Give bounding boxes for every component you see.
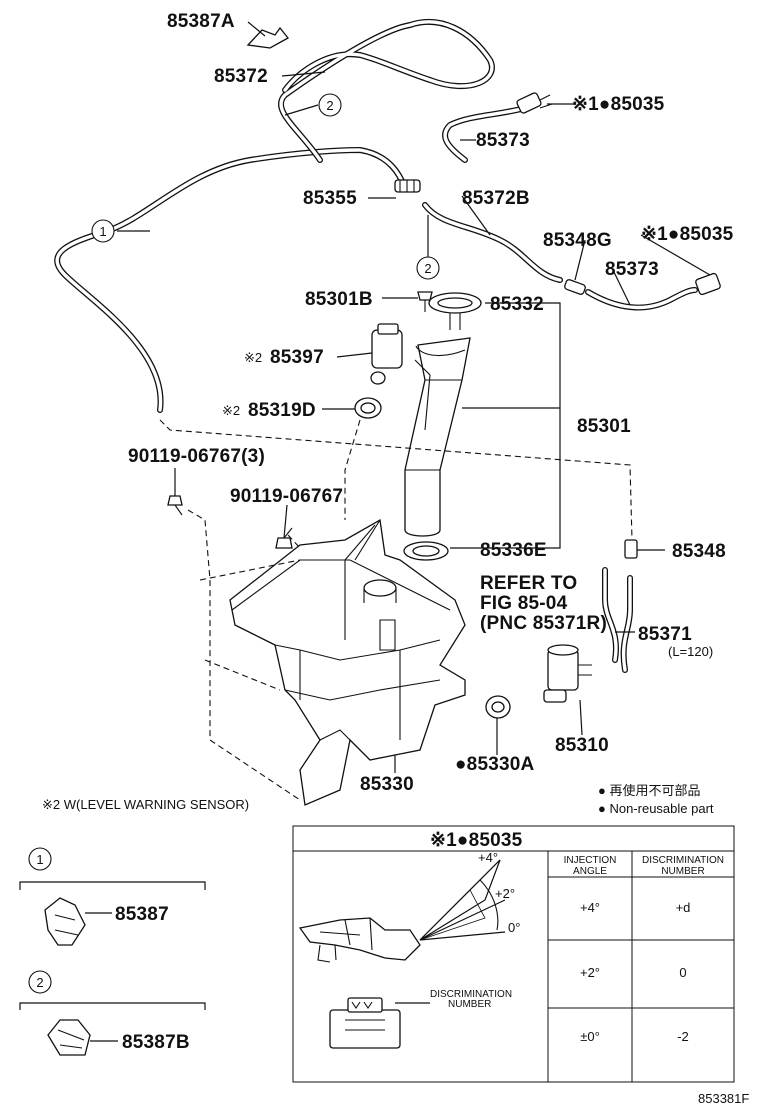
header-injection-2: ANGLE xyxy=(573,866,607,877)
label-85332: 85332 xyxy=(490,294,544,315)
label-90119-06767-3: 90119-06767(3) xyxy=(128,446,265,467)
label-85348: 85348 xyxy=(672,541,726,562)
label-90119-06767: 90119-06767 xyxy=(230,486,343,507)
inset-2: 2 85387B xyxy=(19,970,206,1056)
row3-number: -2 xyxy=(677,1029,689,1044)
disc-label-1: DISCRIMINATION xyxy=(430,989,512,1000)
label-85348G: 85348G xyxy=(543,230,612,251)
nozzle-table: ※1●85035 INJECTION ANGLE DISCRIMINATION … xyxy=(292,825,735,1083)
label-85387A: 85387A xyxy=(167,11,235,32)
inset-1: 1 85387 xyxy=(19,847,206,946)
refer-line-1: REFER TO xyxy=(480,573,577,594)
svg-text:1: 1 xyxy=(99,224,106,239)
figure-id: 853381F xyxy=(698,1091,749,1106)
label-85310: 85310 xyxy=(555,735,609,756)
leader-lines xyxy=(117,21,711,773)
connector-85355 xyxy=(394,179,421,193)
table-title: ※1●85035 xyxy=(430,830,523,851)
refer-line-3: (PNC 85371R) xyxy=(480,613,607,634)
header-discrimination-2: NUMBER xyxy=(661,866,704,877)
label-85397-prefix: ※2 xyxy=(244,350,262,365)
grommet-85330A xyxy=(485,695,511,719)
label-85035-top: ※1●85035 xyxy=(572,94,665,115)
label-85330A: ●85330A xyxy=(455,754,535,775)
label-85319D-prefix: ※2 xyxy=(222,403,240,418)
dashed-guides xyxy=(159,419,633,801)
hose-85371 xyxy=(602,567,633,673)
label-85035-mid: ※1●85035 xyxy=(641,224,734,245)
hose-85373-top xyxy=(442,105,528,163)
label-85319D: 85319D xyxy=(248,400,316,421)
angle-plus2-label: +2° xyxy=(495,886,515,901)
callout-2-top: 2 xyxy=(318,93,342,117)
bolt-90119-3 xyxy=(167,495,183,516)
svg-text:2: 2 xyxy=(424,261,431,276)
label-85397: 85397 xyxy=(270,347,324,368)
note-non-reusable-jp: ● 再使用不可部品 xyxy=(598,783,700,798)
label-85355: 85355 xyxy=(303,188,357,209)
seal-85336E xyxy=(403,541,449,561)
label-85301: 85301 xyxy=(577,416,631,437)
label-85371-length: (L=120) xyxy=(668,644,713,659)
cap-85332 xyxy=(428,292,482,330)
hose-85372B xyxy=(422,202,563,283)
inlet-85301 xyxy=(404,337,471,537)
label-85301B: 85301B xyxy=(305,289,373,310)
pump-85310 xyxy=(543,644,592,703)
hose-85372 xyxy=(54,18,495,413)
label-85387: 85387 xyxy=(115,904,169,925)
label-85373-mid: 85373 xyxy=(605,259,659,280)
hose-85373-mid xyxy=(585,287,698,311)
angle-zero-label: 0° xyxy=(508,920,520,935)
row3-angle: ±0° xyxy=(580,1029,600,1044)
row2-number: 0 xyxy=(679,965,686,980)
discrimination-view: DISCRIMINATION NUMBER xyxy=(329,989,512,1049)
nozzle-85035-mid xyxy=(695,272,721,296)
note-non-reusable-en: ● Non-reusable part xyxy=(598,801,714,816)
label-85336E: 85336E xyxy=(480,540,547,561)
callout-2-mid: 2 xyxy=(416,256,440,280)
row1-number: +d xyxy=(676,900,691,915)
label-85373-top: 85373 xyxy=(476,130,530,151)
callout-1: 1 xyxy=(91,219,115,243)
joint-85348 xyxy=(624,539,638,559)
refer-line-2: FIG 85-04 xyxy=(480,593,568,614)
label-85372: 85372 xyxy=(214,66,268,87)
label-85330: 85330 xyxy=(360,774,414,795)
bolt-90119 xyxy=(275,527,293,549)
svg-text:2: 2 xyxy=(326,98,333,113)
nozzle-85035-top xyxy=(516,92,553,114)
row1-angle: +4° xyxy=(580,900,600,915)
note-level-sensor: ※2 W(LEVEL WARNING SENSOR) xyxy=(42,797,249,812)
clamp-85387A xyxy=(246,26,289,49)
label-85371: 85371 xyxy=(638,624,692,645)
header-injection-1: INJECTION xyxy=(564,855,617,866)
grommet-85319D xyxy=(354,397,382,419)
angle-plus4-label: +4° xyxy=(478,850,498,865)
label-85387B: 85387B xyxy=(122,1032,190,1053)
nozzle-side-view: +4° +2° 0° xyxy=(298,850,520,963)
svg-text:1: 1 xyxy=(36,852,43,867)
header-discrimination-1: DISCRIMINATION xyxy=(642,855,724,866)
disc-label-2: NUMBER xyxy=(448,999,491,1010)
joint-85348G xyxy=(564,279,586,295)
tank-85330 xyxy=(229,518,466,806)
sensor-85397 xyxy=(370,323,403,385)
svg-text:2: 2 xyxy=(36,975,43,990)
label-85372B: 85372B xyxy=(462,188,530,209)
row2-angle: +2° xyxy=(580,965,600,980)
